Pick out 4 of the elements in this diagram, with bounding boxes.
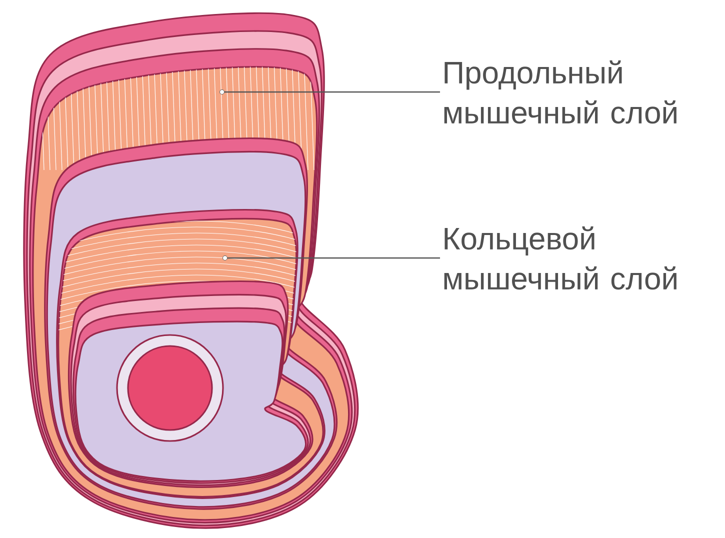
leader-line	[224, 91, 440, 93]
label-text: Продольный мышечный слой	[444, 60, 676, 124]
label-text: Кольцевой мышечный слой	[444, 226, 676, 290]
leader-line	[228, 257, 440, 259]
